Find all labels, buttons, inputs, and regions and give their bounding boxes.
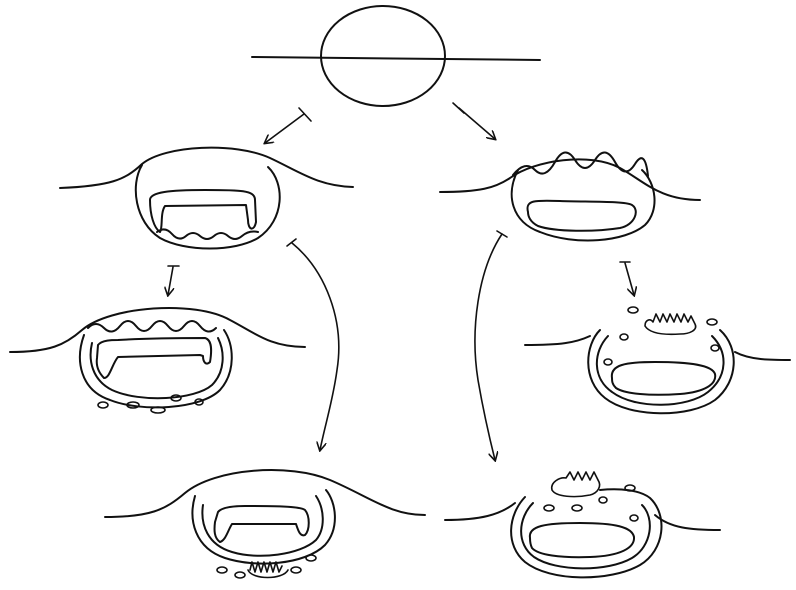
- right-stage-3-villi: [645, 314, 696, 334]
- left-stage-4: [105, 470, 425, 578]
- left-stage-2: [60, 148, 353, 249]
- right-stage-4: [445, 472, 720, 577]
- arrow-top-to-left: [265, 108, 311, 143]
- left-stage-3-wavy-layer: [88, 321, 216, 332]
- arrow-left-2-to-3: [168, 266, 179, 295]
- left-stage-4-surface: [105, 470, 425, 517]
- right-stage-3-outer-wall: [588, 330, 733, 413]
- right-stage-3-surface-left: [525, 336, 590, 345]
- left-stage-2-outer-wall: [136, 165, 280, 249]
- right-stage-4-inner-cavity: [530, 523, 634, 557]
- arrow-top-to-right: [453, 103, 495, 139]
- right-stage-3: [525, 307, 790, 413]
- arrow-right-2-to-3: [620, 262, 634, 295]
- right-stage-4-surface-right: [655, 515, 720, 530]
- top-horizontal-line: [252, 57, 540, 60]
- top-initial-sphere: [252, 6, 540, 106]
- right-stage-4-inner-wall: [521, 503, 650, 568]
- left-stage-2-inner-cavity: [150, 190, 256, 232]
- left-stage-4-inner-wall: [202, 496, 322, 556]
- arrow-left-2-to-4: [287, 239, 339, 450]
- right-stage-3-inner-cavity: [612, 362, 715, 395]
- right-stage-2-surface: [440, 159, 700, 200]
- left-stage-2-wavy-layer: [157, 229, 258, 239]
- right-stage-4-surface-left: [445, 503, 515, 520]
- left-stage-3-surface: [10, 308, 305, 352]
- right-stage-4-villi: [552, 472, 600, 497]
- left-stage-3: [10, 308, 305, 413]
- right-stage-2-inner-cavity: [527, 201, 635, 231]
- left-stage-3-inner-cavity: [97, 338, 211, 378]
- right-stage-2: [440, 152, 700, 240]
- left-stage-2-surface: [60, 148, 353, 188]
- left-stage-4-inner-cavity: [215, 506, 309, 542]
- top-sphere-outline: [321, 6, 445, 106]
- right-stage-3-surface-right: [735, 352, 790, 360]
- arrow-right-2-to-4: [475, 231, 507, 460]
- left-stage-3-inner-wall: [91, 338, 223, 398]
